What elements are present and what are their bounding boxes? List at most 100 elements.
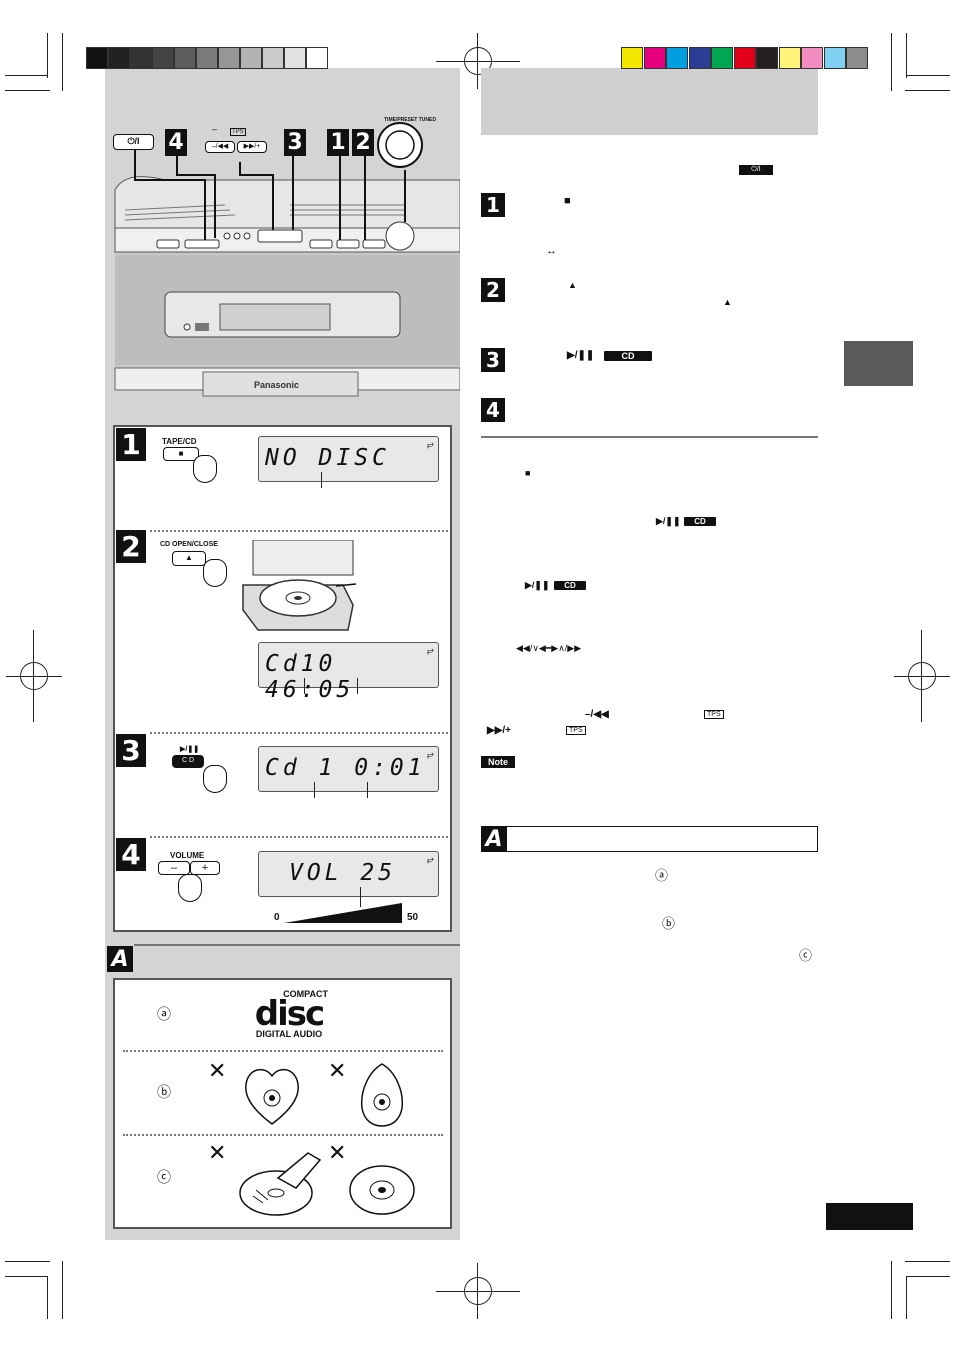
skip-prev-button[interactable]: –/◀◀ [205,141,235,153]
section-separator [123,1134,443,1136]
lcd-cd-play: Cd 1 0:01 ⥂ [258,746,439,792]
skip-next-icon: ▶▶/+ [487,725,511,736]
crop-mark [906,1276,950,1277]
boombox-illustration [114,122,460,397]
leader-line [321,472,322,488]
cd-logo-top: COMPACT [283,989,328,999]
volume-down-button[interactable]: – [158,861,190,875]
cd-logo-main: disc [254,994,325,1034]
leader-line [314,782,315,798]
leader-line [357,678,358,694]
color-swatch [666,47,688,69]
cd-open-close-label: CD OPEN/CLOSE [160,541,218,548]
crop-mark [905,90,950,91]
repeat-icon: ⥂ [426,854,434,864]
color-swatch [823,47,846,69]
stop-icon: ■ [564,195,571,207]
skip-minus-label: – [212,124,218,134]
mark-c: ⓒ [157,1169,171,1185]
side-tab [844,341,913,386]
color-swatch [711,47,733,69]
finger-icon [203,765,227,793]
brand-label: Panasonic [254,380,300,390]
gray-swatch [130,47,152,69]
lcd-volume: VOL 25 ⥂ [258,851,439,897]
heart-disc-icon [245,1068,299,1125]
tape-cd-stop-button[interactable]: ■ [163,447,199,461]
cross-icon: ✕ [328,1058,347,1083]
crop-mark [5,1276,48,1277]
play-pause-icon: ▶/❚❚ [567,350,595,361]
mark-c: ⓒ [799,948,813,963]
finger-icon [193,455,217,483]
crop-mark [906,33,907,78]
panel-step-2: 2 [116,530,146,563]
panel-step-1: 1 [116,428,146,461]
right-step-1: 1 [481,193,505,217]
crop-mark [905,1261,950,1262]
cd-badge: CD [604,351,652,361]
gray-swatch [240,47,262,69]
repeat-icon: ⥂ [426,439,434,449]
gray-swatch [108,47,130,69]
crop-mark [891,33,892,91]
label-disc-icon [349,1165,415,1215]
page-number-box [826,1203,913,1230]
callout-step-3: 3 [284,129,306,156]
crop-mark [47,33,48,78]
gray-swatch [218,47,240,69]
color-swatch [643,47,666,69]
power-button[interactable]: ⏻/I [113,134,154,150]
crop-mark [906,75,950,76]
color-swatch [621,47,643,69]
volume-label: VOLUME [170,851,205,860]
repeat-icon: ⥂ [426,749,434,759]
eject-icon: ▲ [568,280,577,290]
color-swatch [801,47,823,69]
finger-icon [203,559,227,587]
play-pause-label: ▶/❚❚ [180,746,200,753]
callout-step-1: 1 [327,129,349,156]
color-swatch [688,47,711,69]
color-swatch [846,47,868,69]
volume-ramp [284,903,402,923]
crop-mark [62,33,63,91]
gray-swatch [306,47,328,69]
lcd-cd-info: Cd10 46:05 ⥂ [258,642,439,703]
tps-label: TPS [230,128,246,136]
cross-icon: ✕ [208,1058,227,1083]
cd-logo: COMPACT disc DIGITAL AUDIO [244,989,334,1044]
callout-step-2: 2 [352,129,374,156]
cd-logo-bottom: DIGITAL AUDIO [255,1029,323,1039]
cross-icon: ✕ [208,1140,227,1165]
step-separator [150,732,448,734]
gray-swatch [174,47,196,69]
skip-search-icons: ◀◀/∨◀━▶∧/▶▶ [516,643,582,653]
skip-next-button[interactable]: ▶▶/+ [237,141,267,153]
volume-min-label: 0 [274,912,280,923]
volume-up-button[interactable]: + [190,861,220,875]
play-pause-icon: ▶/❚❚ [525,580,550,590]
repeat-icon: ⥂ [426,645,434,655]
header-title-box [481,68,818,135]
cd-play-button[interactable]: C D [172,755,204,768]
crop-mark [906,1276,907,1319]
gray-swatch [284,47,306,69]
section-a-marker-right: A [481,826,507,852]
crop-mark [5,90,50,91]
cd-open-close-button[interactable]: ▲ [172,551,206,566]
mark-a: ⓐ [157,1006,171,1022]
leader-line [367,782,368,798]
color-swatch [778,47,801,69]
section-a-marker: A [107,946,133,972]
eject-icon: ▲ [723,297,732,307]
cd-tray-illustration [242,540,357,631]
crop-mark [5,1261,50,1262]
crop-mark [47,1276,48,1319]
step-separator [150,530,448,532]
registration-mark-left [6,630,62,722]
play-pause-icon: ▶/❚❚ [656,516,681,526]
note-badge: Note [481,756,515,768]
gray-swatch [196,47,218,69]
panel-step-4: 4 [116,838,146,871]
